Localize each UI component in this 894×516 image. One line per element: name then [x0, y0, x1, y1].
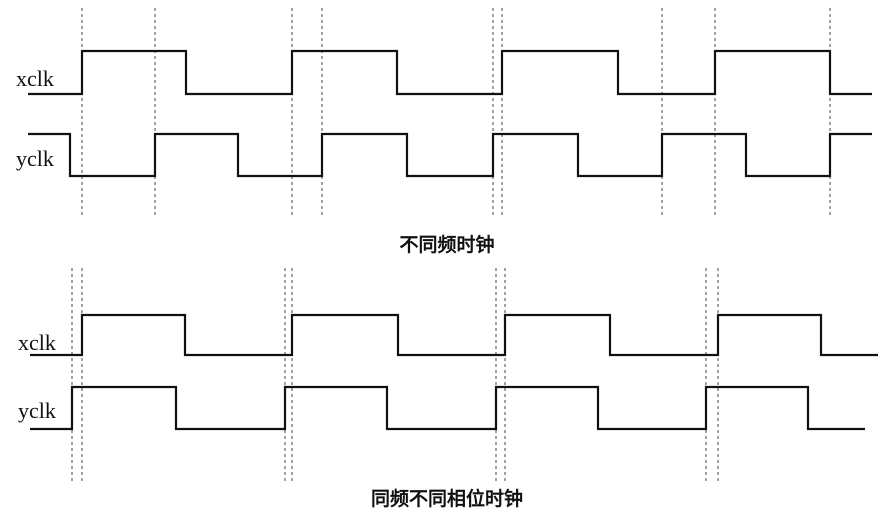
panel-caption: 同频不同相位时钟 — [371, 487, 523, 510]
waveform-yclk — [28, 132, 872, 178]
panel-caption: 不同频时钟 — [399, 233, 494, 256]
panel-different-frequency: xclk yclk 不同频时钟 — [16, 8, 872, 256]
guide-lines-bottom — [71, 268, 719, 482]
signal-label-yclk: yclk — [16, 146, 54, 171]
panel-same-frequency-different-phase: xclk yclk 同频不同相位时钟 — [18, 268, 878, 510]
signal-label-xclk: xclk — [18, 330, 56, 355]
waveform-yclk — [30, 385, 865, 431]
signal-label-xclk: xclk — [16, 66, 54, 91]
waveform-xclk — [28, 49, 872, 96]
waveform-xclk — [30, 313, 878, 357]
signal-label-yclk: yclk — [18, 398, 56, 423]
guide-lines-top — [81, 8, 831, 216]
